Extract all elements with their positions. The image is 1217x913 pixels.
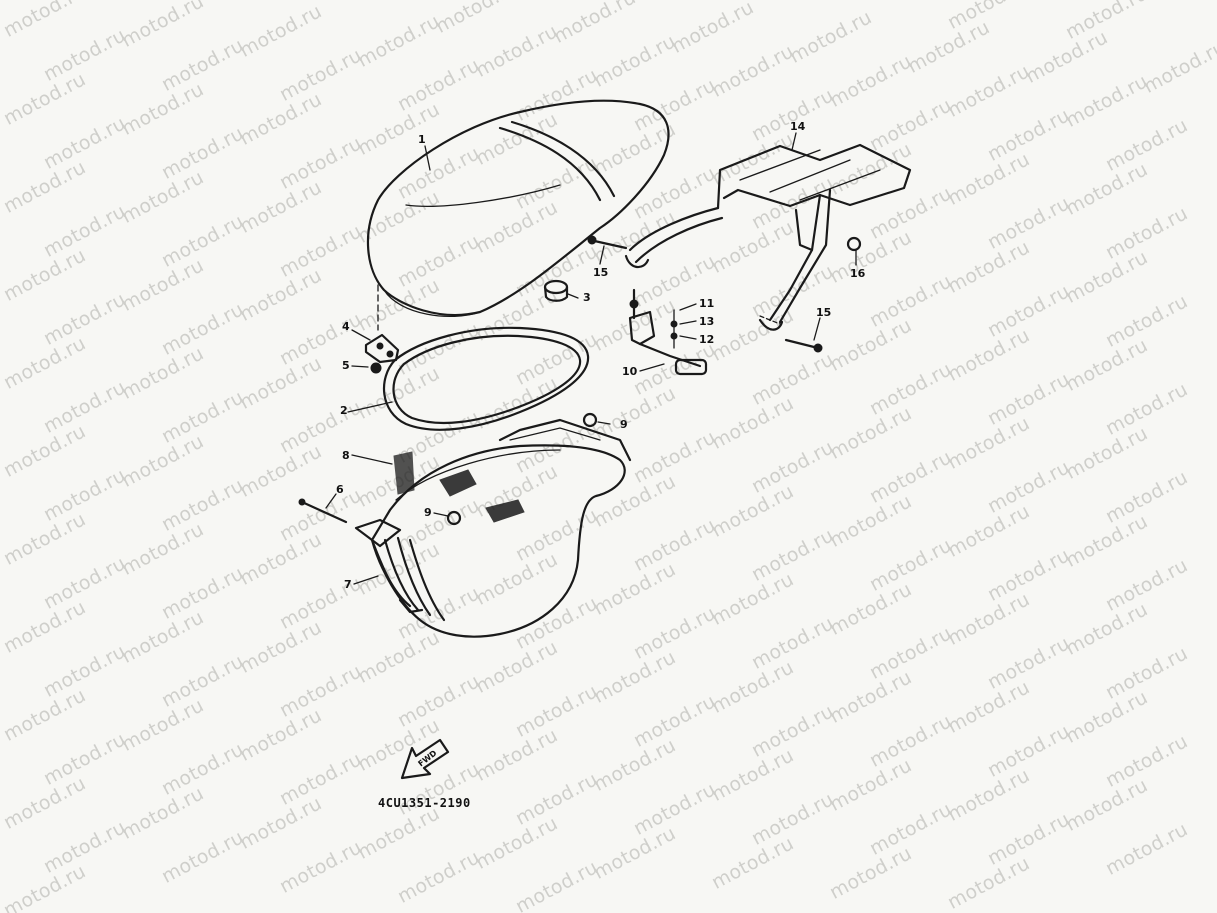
rear-carrier-part	[624, 143, 912, 331]
damper-part	[543, 279, 569, 302]
callout-1: 1	[418, 133, 426, 146]
callout-15b: 15	[816, 306, 832, 319]
callout-10: 10	[622, 365, 638, 378]
seat-lock-assembly	[628, 288, 708, 376]
callout-16: 16	[850, 267, 866, 280]
storage-box-part	[354, 418, 632, 638]
long-bolt-part	[298, 498, 348, 524]
storage-seal-part	[382, 326, 590, 431]
callout-9a: 9	[620, 418, 628, 431]
callout-12: 12	[699, 333, 715, 346]
callout-11: 11	[699, 297, 715, 310]
callout-15a: 15	[593, 266, 609, 279]
caution-label-part	[393, 451, 415, 495]
carrier-bolts-part	[587, 235, 862, 353]
callout-7: 7	[344, 578, 352, 591]
callout-8: 8	[342, 449, 350, 462]
seat-part	[366, 99, 670, 318]
callout-4: 4	[342, 320, 350, 333]
part-code-label: 4CU1351-2190	[378, 796, 471, 810]
callout-14: 14	[790, 120, 806, 133]
callout-9b: 9	[424, 506, 432, 519]
callout-5: 5	[342, 359, 350, 372]
callout-2: 2	[340, 404, 348, 417]
callout-13: 13	[699, 315, 715, 328]
seat-hinge-bracket	[364, 284, 400, 374]
forward-arrow-icon	[400, 738, 450, 780]
leader-lines	[325, 132, 857, 585]
nuts-part	[446, 412, 598, 526]
callout-6: 6	[336, 483, 344, 496]
callout-3: 3	[583, 291, 591, 304]
